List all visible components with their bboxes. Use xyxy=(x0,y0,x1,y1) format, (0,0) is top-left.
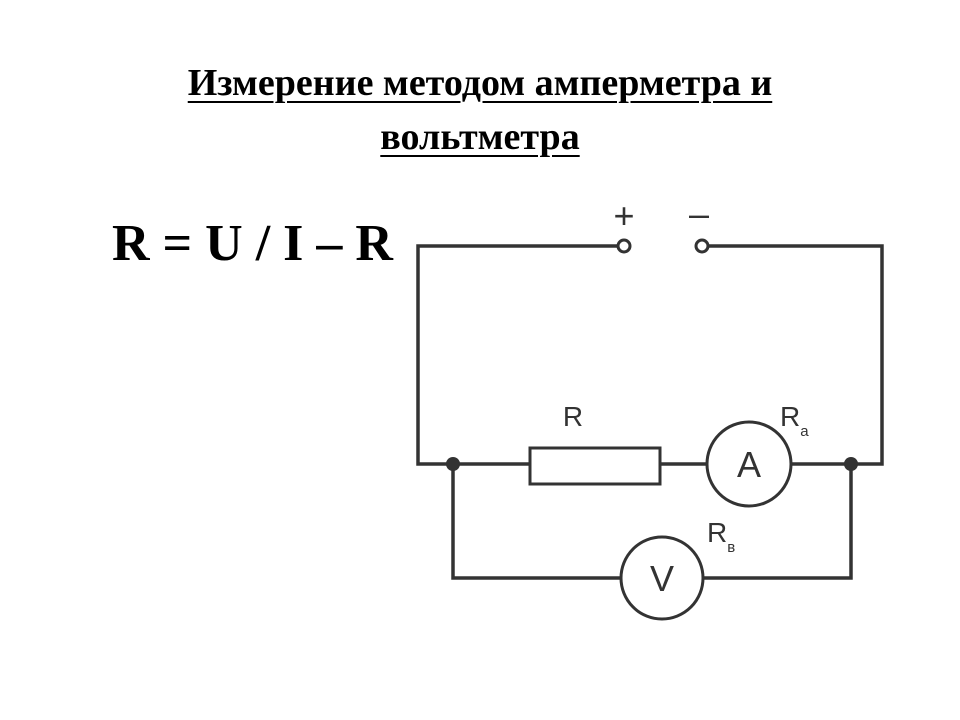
wire-top-left xyxy=(416,244,620,466)
voltmeter-symbol: V xyxy=(650,558,674,599)
terminal-plus-label: + xyxy=(613,195,634,236)
title-line-2: вольтметра xyxy=(380,116,580,158)
wire-top-right xyxy=(706,244,884,466)
terminal-minus-label: – xyxy=(689,193,709,234)
terminal-plus-contact xyxy=(616,238,632,254)
voltmeter-resistance-label: Rв xyxy=(707,517,735,556)
node-right xyxy=(844,457,858,471)
circuit-svg: + – R A Rа V Rв xyxy=(400,190,920,630)
circuit-diagram: + – R A Rа V Rв xyxy=(400,190,920,630)
wire-voltmeter-right xyxy=(701,462,853,580)
terminal-minus-contact xyxy=(694,238,710,254)
resistor xyxy=(528,446,662,486)
node-left xyxy=(446,457,460,471)
voltmeter xyxy=(619,535,705,621)
formula: R = U / I – R xyxy=(112,215,393,272)
wire-voltmeter-left xyxy=(451,462,623,580)
resistor-label: R xyxy=(563,401,583,432)
ammeter-resistance-label: Rа xyxy=(780,401,809,440)
ammeter-symbol: A xyxy=(737,444,761,485)
ammeter xyxy=(705,420,793,508)
slide-title: Измерение методом амперметра и вольтметр… xyxy=(0,56,960,164)
title-line-1: Измерение методом амперметра и xyxy=(187,62,773,104)
